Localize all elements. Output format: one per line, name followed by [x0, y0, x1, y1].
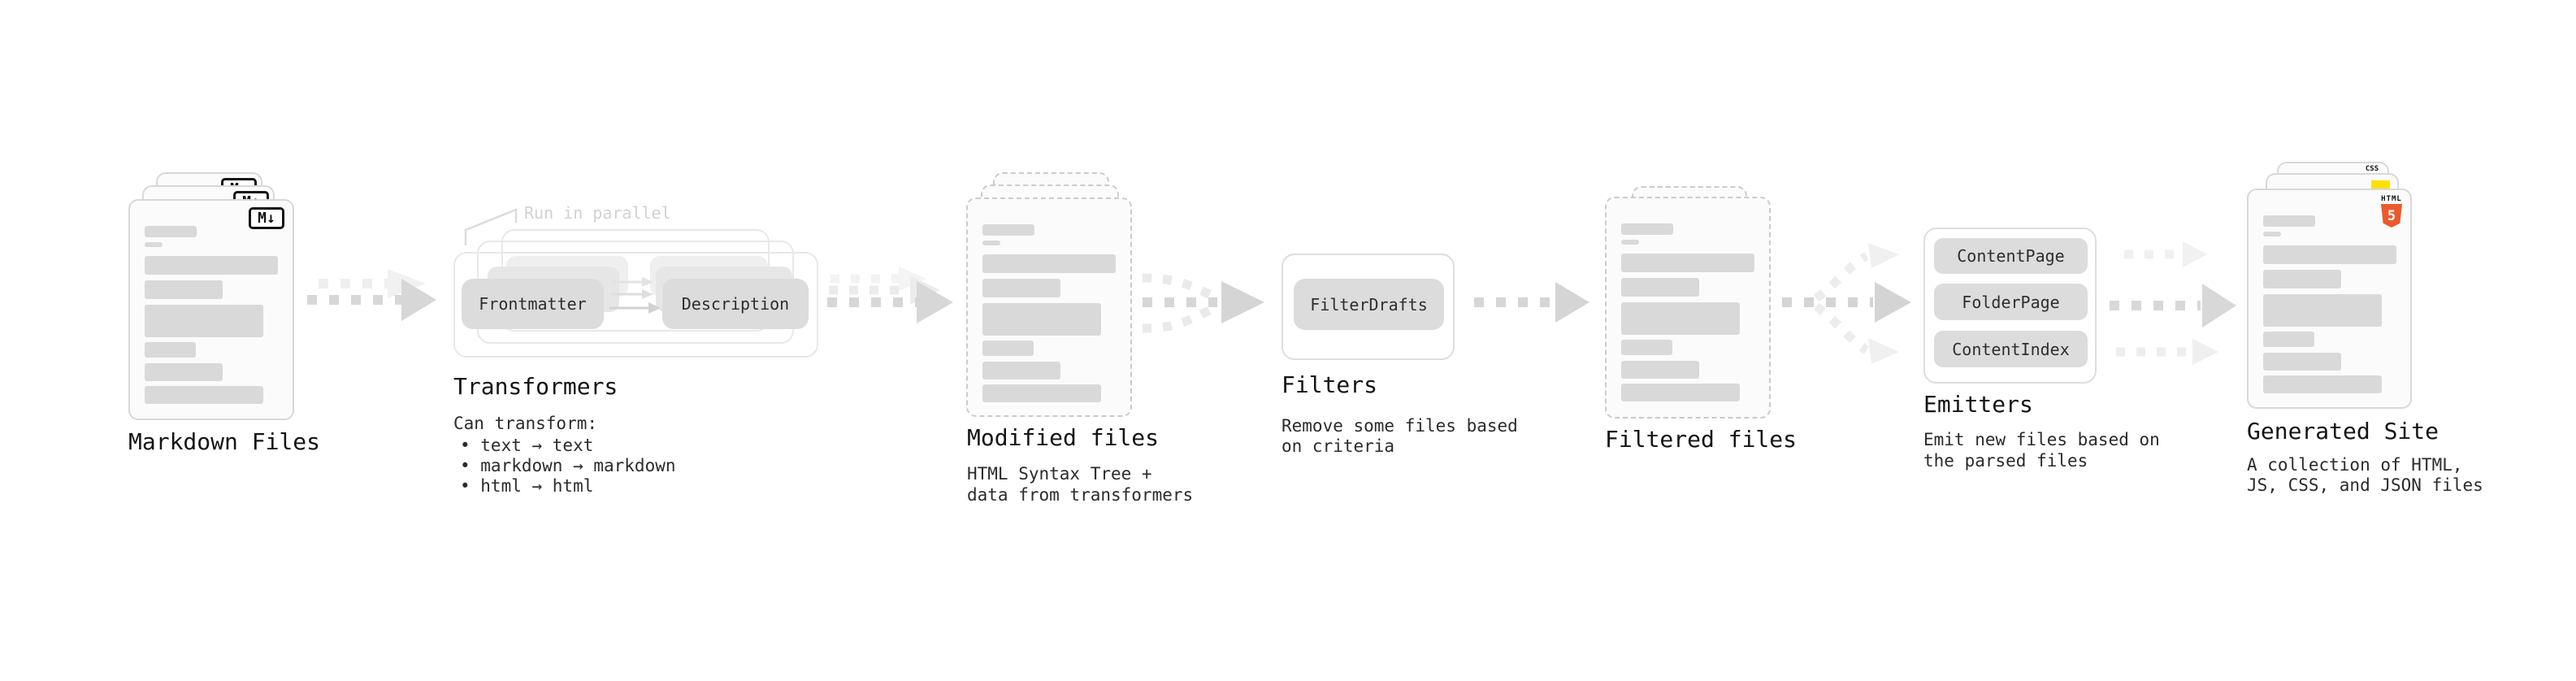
stage-title-modified-files: Modified files: [967, 424, 1160, 451]
skeleton-line: [2263, 353, 2341, 371]
skeleton-line: [1621, 340, 1672, 355]
skeleton-line: [1621, 254, 1754, 272]
markdown-icon: M↓: [249, 207, 284, 229]
skeleton-line: [982, 303, 1101, 336]
filters-description: Remove some files based on criteria: [1281, 416, 1518, 456]
flow-arrow-merge-to-filters: [1142, 273, 1264, 333]
skeleton-line: [2263, 270, 2341, 288]
skeleton-line: [2263, 332, 2314, 347]
chip-contentpage: ContentPage: [1934, 238, 2088, 274]
annotation-connector: [464, 208, 518, 245]
skeleton-line: [145, 256, 278, 275]
file-card-front: [1605, 197, 1771, 419]
flow-arrow-filters-to-filtered: [1474, 282, 1589, 323]
skeleton-line: [982, 254, 1116, 273]
transformer-container-front: [453, 252, 818, 358]
flow-arrow-transformers-to-modified: [827, 267, 953, 323]
skeleton-line: [1621, 278, 1699, 297]
chip-contentindex: ContentIndex: [1934, 331, 2088, 367]
generated-site-description: A collection of HTML, JS, CSS, and JSON …: [2247, 455, 2483, 495]
stage-title-transformers: Transformers: [453, 373, 618, 400]
skeleton-line: [145, 280, 223, 299]
stage-title-emitters: Emitters: [1923, 391, 2033, 418]
flow-arrow-markdown-to-transformers: [307, 269, 436, 321]
skeleton-line: [982, 241, 1000, 245]
skeleton-line: [2263, 294, 2382, 327]
skeleton-line: [1621, 223, 1673, 235]
skeleton-line: [145, 363, 223, 381]
skeleton-line: [982, 279, 1060, 297]
flow-arrow-emitters-to-generated: [2110, 241, 2236, 365]
file-card-front: HTML 5: [2247, 189, 2412, 409]
stage-title-generated-site: Generated Site: [2247, 418, 2439, 445]
bullet-item: • text → text: [460, 436, 594, 455]
chip-frontmatter: Frontmatter: [462, 279, 604, 329]
modified-files-description: HTML Syntax Tree + data from transformer…: [967, 464, 1194, 505]
skeleton-line: [145, 386, 263, 404]
chip-filterdrafts: FilterDrafts: [1294, 279, 1444, 330]
file-card-front: [966, 197, 1132, 417]
flow-arrow-fanout-to-emitters: [1782, 243, 1911, 364]
skeleton-line: [2263, 232, 2281, 236]
skeleton-line: [982, 224, 1034, 236]
file-card-front: M↓: [128, 199, 294, 420]
skeleton-line: [982, 384, 1101, 402]
chip-description: Description: [662, 279, 809, 329]
stage-title-markdown-files: Markdown Files: [128, 428, 321, 455]
parallel-mini-arrows: [609, 277, 661, 314]
skeleton-line: [1621, 240, 1639, 245]
stage-title-filters: Filters: [1281, 371, 1378, 398]
emitters-description: Emit new files based on the parsed files: [1923, 430, 2160, 471]
skeleton-line: [145, 242, 163, 247]
skeleton-line: [1621, 384, 1740, 401]
skeleton-line: [1621, 302, 1740, 335]
skeleton-line: [2263, 245, 2396, 264]
run-in-parallel-annotation: Run in parallel: [524, 203, 671, 223]
skeleton-line: [2263, 215, 2315, 227]
bullet-item: • html → html: [460, 476, 594, 496]
skeleton-line: [982, 340, 1034, 356]
skeleton-line: [982, 362, 1060, 380]
skeleton-line: [145, 305, 263, 337]
stage-title-filtered-files: Filtered files: [1605, 426, 1798, 453]
skeleton-line: [1621, 361, 1699, 379]
js-icon: [2371, 180, 2390, 189]
transformers-description-heading: Can transform:: [453, 414, 598, 433]
skeleton-line: [145, 226, 197, 237]
skeleton-line: [145, 342, 196, 358]
chip-folderpage: FolderPage: [1934, 284, 2088, 320]
html5-icon: HTML 5: [2381, 195, 2402, 228]
skeleton-line: [2263, 375, 2382, 393]
bullet-item: • markdown → markdown: [460, 456, 676, 475]
transformers-bullet-list: • text → text • markdown → markdown • ht…: [460, 436, 676, 497]
